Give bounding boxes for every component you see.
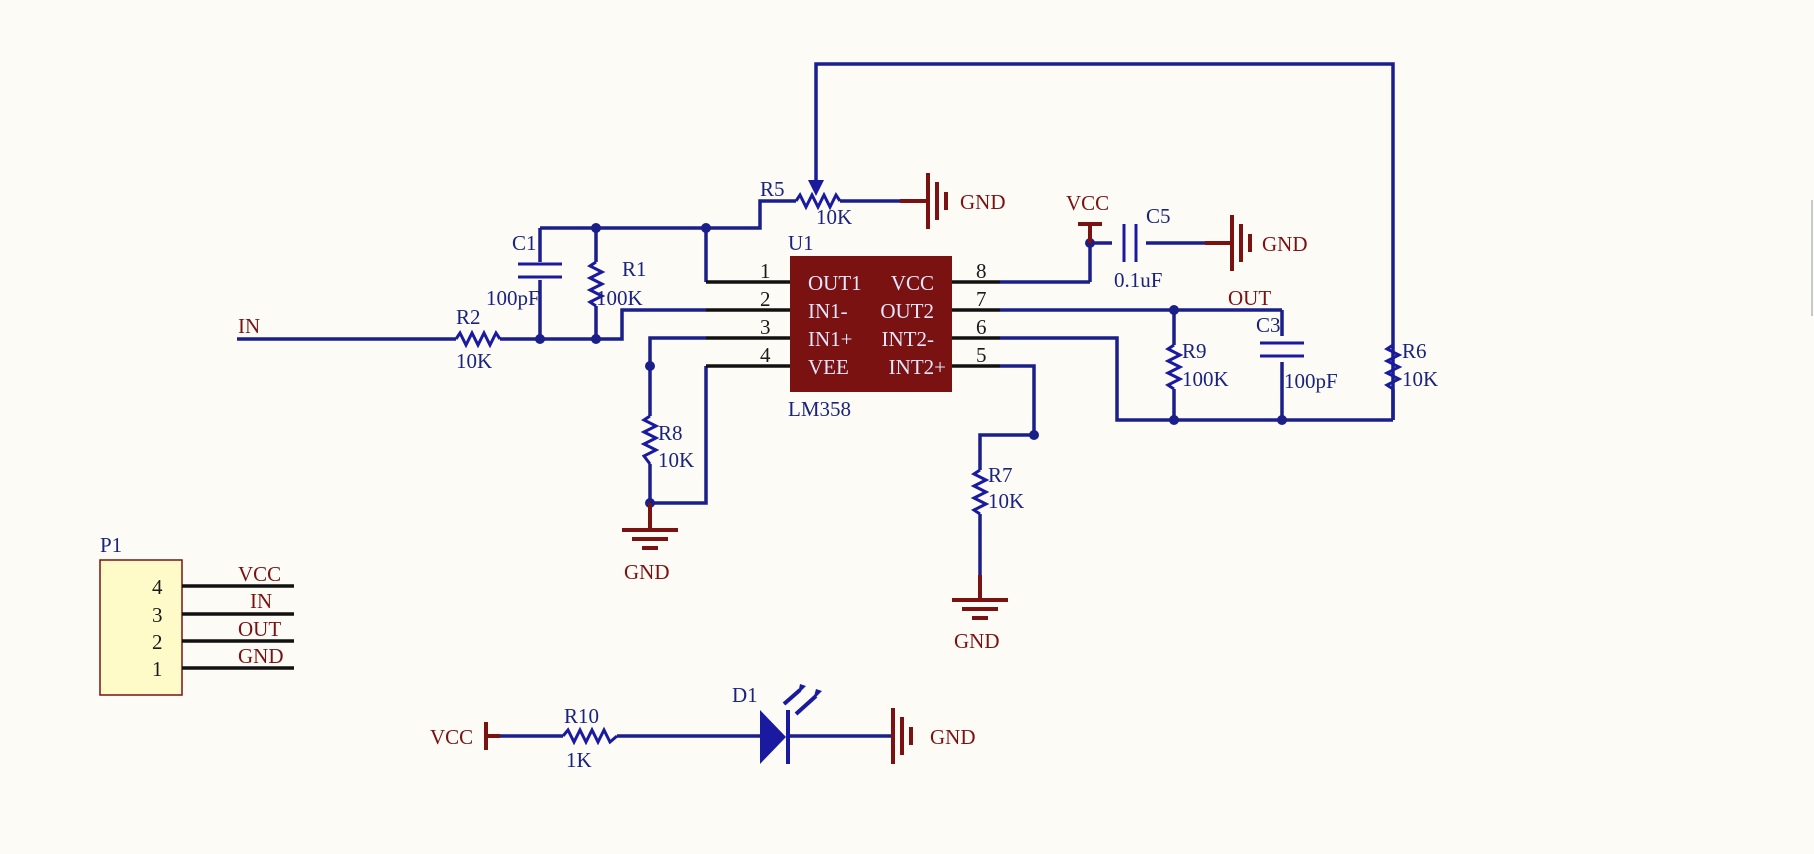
gnd-symbol-r5: GND <box>900 173 1006 229</box>
connector-pin-num-3: 3 <box>152 603 163 627</box>
r1-value: 100K <box>596 286 643 310</box>
chip-pin-num-2: 2 <box>760 287 771 311</box>
vcc-label-c5: VCC <box>1066 191 1109 215</box>
connector-pin-num-1: 1 <box>152 657 163 681</box>
wire-int2minus <box>1000 336 1393 422</box>
wire-int2plus <box>978 364 1036 470</box>
vcc-port-c5: VCC <box>1066 191 1109 243</box>
chip-pin-num-4: 4 <box>760 343 771 367</box>
r9-ref: R9 <box>1182 339 1207 363</box>
capacitor-c3: C3 100pF <box>1256 313 1338 393</box>
chip-pin-stubs <box>706 280 1090 368</box>
connector-net-gnd: GND <box>238 644 284 668</box>
r2-value: 10K <box>456 349 492 373</box>
c5-ref: C5 <box>1146 204 1171 228</box>
connector-ref: P1 <box>100 533 122 557</box>
chip-pin-num-3: 3 <box>760 315 771 339</box>
chip-part: LM358 <box>788 397 851 421</box>
gnd-symbol-led: GND <box>891 708 976 764</box>
chip-ref: U1 <box>788 231 814 255</box>
gnd-label-r5: GND <box>960 190 1006 214</box>
r10-ref: R10 <box>564 704 599 728</box>
gnd-label-c5: GND <box>1262 232 1308 256</box>
r8-value: 10K <box>658 448 694 472</box>
gnd-symbol-r7: GND <box>952 575 1008 653</box>
resistor-r7: R7 10K <box>970 463 1024 516</box>
d1-ref: D1 <box>732 683 758 707</box>
resistor-r10: R10 1K <box>561 704 618 772</box>
c1-ref: C1 <box>512 231 537 255</box>
r6-value: 10K <box>1402 367 1438 391</box>
chip-body <box>790 256 952 392</box>
in-net-label: IN <box>238 314 260 338</box>
chip-pin-num-5: 5 <box>976 343 987 367</box>
r5-ref: R5 <box>760 177 785 201</box>
chip-pin-name-2: IN1- <box>808 299 848 323</box>
c3-ref: C3 <box>1256 313 1281 337</box>
r7-ref: R7 <box>988 463 1013 487</box>
r5-value: 10K <box>816 205 852 229</box>
r7-value: 10K <box>988 489 1024 513</box>
lm358-chip: OUT1 IN1- IN1+ VEE VCC OUT2 INT2- INT2+ … <box>760 231 987 421</box>
vcc-port-led: VCC <box>430 722 500 750</box>
c5-value: 0.1uF <box>1114 268 1162 292</box>
chip-pin-name-7: OUT2 <box>880 299 934 323</box>
r8-ref: R8 <box>658 421 683 445</box>
led-triangle <box>760 710 786 764</box>
chip-pin-num-6: 6 <box>976 315 987 339</box>
resistor-r9: R9 100K <box>1164 339 1229 391</box>
r2-ref: R2 <box>456 305 481 329</box>
junctions <box>535 223 1287 508</box>
potentiometer-r5: R5 10K <box>760 170 852 229</box>
connector-body <box>99 559 183 696</box>
r6-ref: R6 <box>1402 339 1427 363</box>
chip-pin-name-1: OUT1 <box>808 271 862 295</box>
r1-ref: R1 <box>622 257 647 281</box>
c1-value: 100pF <box>486 286 540 310</box>
resistor-r8: R8 10K <box>640 414 694 472</box>
chip-pin-name-4: VEE <box>808 355 849 379</box>
gnd-label-r7: GND <box>954 629 1000 653</box>
connector-pin-num-4: 4 <box>152 575 163 599</box>
chip-pin-name-6: INT2- <box>882 327 934 351</box>
wire-vee <box>650 366 708 505</box>
connector-p1: P1 4 3 2 1 VCC IN OUT GND <box>99 533 294 696</box>
out-net-label: OUT <box>1228 286 1271 310</box>
gnd-label-led: GND <box>930 725 976 749</box>
gnd-symbol-r8: GND <box>622 503 678 584</box>
c3-value: 100pF <box>1284 369 1338 393</box>
capacitor-c1: C1 100pF <box>486 231 562 310</box>
chip-pin-num-8: 8 <box>976 259 987 283</box>
resistor-r6: R6 10K <box>1383 339 1438 420</box>
wire-r5-left <box>706 199 796 230</box>
wire-feedback-loop <box>814 62 1395 420</box>
r10-value: 1K <box>566 748 592 772</box>
led-d1: D1 <box>732 683 822 764</box>
connector-net-out: OUT <box>238 617 281 641</box>
gnd-label-r8: GND <box>624 560 670 584</box>
resistor-r1: R1 100K <box>586 257 647 310</box>
connector-pin-num-2: 2 <box>152 630 163 654</box>
vcc-label-led: VCC <box>430 725 473 749</box>
wire-in1minus <box>596 308 706 341</box>
capacitor-c5: C5 0.1uF <box>1114 204 1171 292</box>
chip-pin-num-1: 1 <box>760 259 771 283</box>
chip-pin-name-8: VCC <box>891 271 934 295</box>
gnd-symbol-c5: GND <box>1205 215 1308 271</box>
chip-pin-name-5: INT2+ <box>889 355 946 379</box>
connector-net-in: IN <box>250 589 272 613</box>
chip-pin-num-7: 7 <box>976 287 987 311</box>
chip-pin-name-3: IN1+ <box>808 327 853 351</box>
connector-net-vcc: VCC <box>238 562 281 586</box>
wire-in1plus <box>648 336 706 366</box>
r9-value: 100K <box>1182 367 1229 391</box>
resistor-r2: R2 10K <box>454 305 502 373</box>
